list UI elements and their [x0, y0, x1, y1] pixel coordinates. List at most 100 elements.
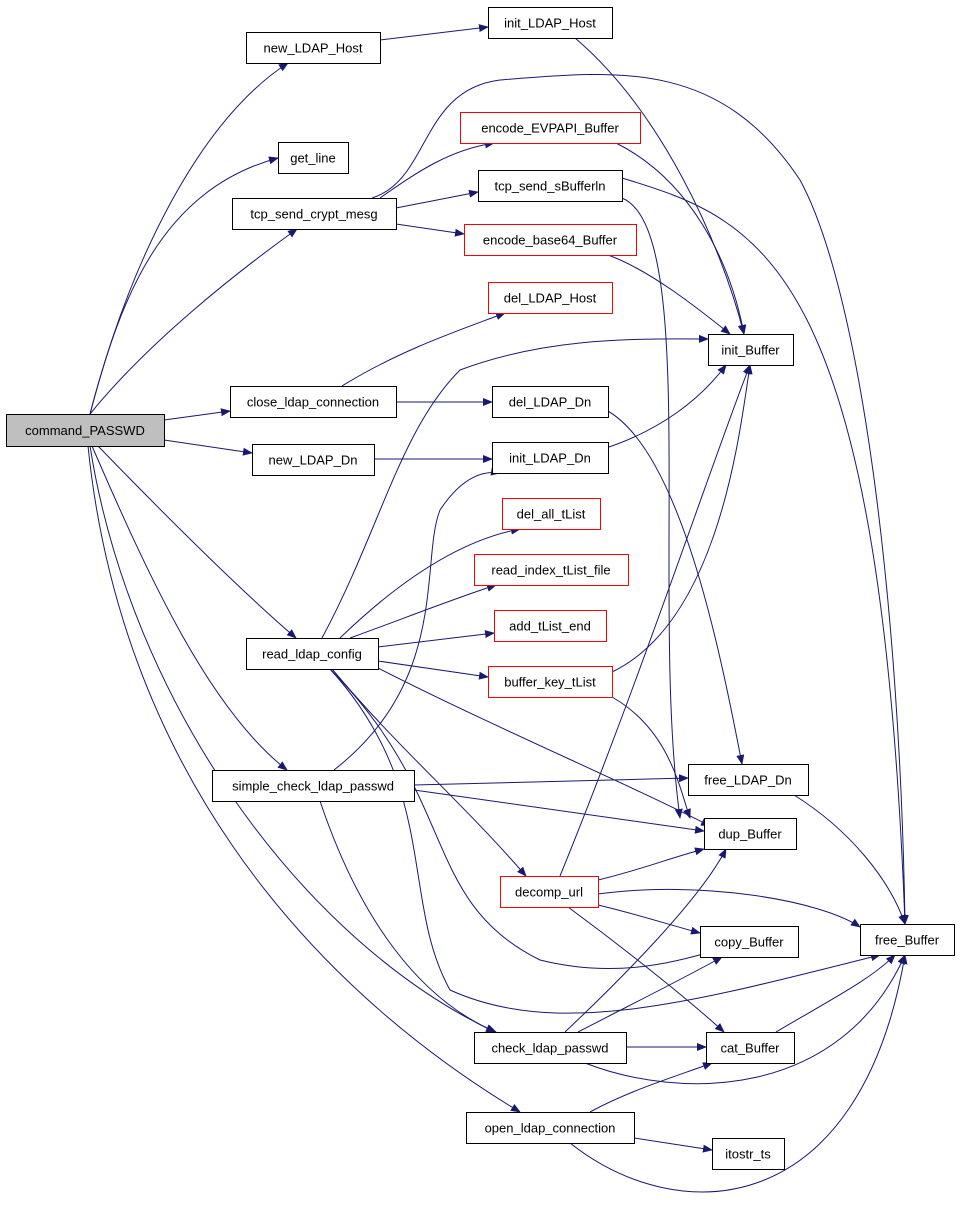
node-check-ldap-passwd[interactable]: check_ldap_passwd — [474, 1032, 627, 1064]
edge-check_ldap_passwd-to-dup_Buffer — [564, 848, 727, 1033]
node-label: tcp_send_sBufferln — [494, 179, 605, 194]
node-simple-check-ldap-passwd[interactable]: simple_check_ldap_passwd — [212, 770, 415, 802]
node-del-all-tlist[interactable]: del_all_tList — [502, 498, 601, 530]
node-label: del_LDAP_Host — [504, 291, 597, 306]
node-box — [474, 554, 629, 586]
node-free-buffer[interactable]: free_Buffer — [860, 924, 955, 956]
node-encode-base64-buffer[interactable]: encode_base64_Buffer — [464, 224, 637, 256]
node-add-tlist-end[interactable]: add_tList_end — [494, 610, 607, 642]
edge-open_ldap_connection-to-itostr_ts — [633, 1137, 713, 1153]
node-del-ldap-host[interactable]: del_LDAP_Host — [488, 282, 613, 314]
node-box — [704, 818, 797, 850]
node-label: command_PASSWD — [25, 423, 145, 438]
edge-command_PASSWD-to-new_LDAP_Host — [89, 62, 289, 415]
node-label: copy_Buffer — [714, 935, 784, 950]
node-copy-buffer[interactable]: copy_Buffer — [700, 926, 799, 958]
node-label: close_ldap_connection — [247, 395, 379, 410]
node-label: new_LDAP_Host — [264, 41, 363, 56]
edge-check_ldap_passwd-to-copy_Buffer — [577, 956, 723, 1033]
node-del-ldap-dn[interactable]: del_LDAP_Dn — [492, 386, 609, 418]
node-cat-buffer[interactable]: cat_Buffer — [706, 1032, 795, 1064]
edge-simple_check_ldap_passwd-to-check_ldap_passwd — [319, 800, 497, 1033]
edge-read_ldap_config-to-read_index_tList_file — [349, 583, 497, 639]
edge-command_PASSWD-to-close_ldap_connection — [163, 408, 231, 421]
node-box — [488, 666, 613, 698]
edge-command_PASSWD-to-simple_check_ldap_passwd — [91, 445, 288, 771]
edge-open_ldap_connection-to-cat_Buffer — [589, 1062, 713, 1113]
edge-check_ldap_passwd-to-free_Buffer — [584, 954, 906, 1085]
node-command-passwd[interactable]: command_PASSWD — [6, 414, 165, 447]
edge-new_LDAP_Host-to-init_LDAP_Host — [379, 24, 489, 41]
edge-encode_base64_Buffer-to-init_Buffer — [607, 254, 731, 335]
node-box — [706, 1032, 795, 1064]
edge-tcp_send_sBufferln-to-free_Buffer — [621, 177, 909, 925]
edge-read_ldap_config-to-add_tList_end — [377, 630, 495, 648]
edge-read_ldap_config-to-del_all_tList — [339, 526, 521, 639]
node-box — [488, 282, 613, 314]
edge-init_LDAP_Host-to-init_Buffer — [574, 37, 746, 335]
node-box — [212, 770, 415, 802]
node-label: free_LDAP_Dn — [704, 773, 791, 788]
nodes: command_PASSWD new_LDAP_Host init_LDAP_Hos… — [6, 7, 955, 1170]
node-box — [230, 386, 397, 418]
node-box — [6, 414, 165, 447]
node-label: cat_Buffer — [720, 1041, 780, 1056]
node-encode-evpapi-buffer[interactable]: encode_EVPAPI_Buffer — [460, 112, 641, 144]
edge-simple_check_ldap_passwd-to-init_LDAP_Dn — [333, 467, 501, 771]
node-read-index-tlist-file[interactable]: read_index_tList_file — [474, 554, 629, 586]
node-label: check_ldap_passwd — [491, 1041, 608, 1056]
node-tcp-send-sbufferln[interactable]: tcp_send_sBufferln — [478, 170, 623, 202]
edge-command_PASSWD-to-open_ldap_connection — [87, 445, 521, 1113]
node-init-buffer[interactable]: init_Buffer — [708, 334, 794, 366]
node-box — [460, 112, 641, 144]
node-box — [700, 926, 799, 958]
node-new-ldap-dn[interactable]: new_LDAP_Dn — [252, 444, 375, 476]
edge-init_LDAP_Dn-to-init_Buffer — [605, 364, 727, 449]
edges — [87, 24, 909, 1193]
node-box — [278, 142, 349, 174]
node-box — [464, 224, 637, 256]
node-label: init_LDAP_Host — [504, 16, 596, 31]
node-open-ldap-connection[interactable]: open_ldap_connection — [466, 1112, 635, 1144]
node-box — [246, 638, 379, 670]
node-label: read_index_tList_file — [491, 563, 610, 578]
node-box — [246, 32, 381, 64]
edge-tcp_send_crypt_mesg-to-tcp_send_sBufferln — [395, 189, 479, 209]
node-free-ldap-dn[interactable]: free_LDAP_Dn — [688, 764, 809, 796]
node-tcp-send-crypt-mesg[interactable]: tcp_send_crypt_mesg — [232, 198, 397, 230]
node-label: simple_check_ldap_passwd — [232, 779, 394, 794]
edge-simple_check_ldap_passwd-to-dup_Buffer — [413, 789, 705, 834]
node-new-ldap-host[interactable]: new_LDAP_Host — [246, 32, 381, 64]
node-read-ldap-config[interactable]: read_ldap_config — [246, 638, 379, 670]
edge-decomp_url-to-free_Buffer — [597, 888, 861, 928]
edge-tcp_send_crypt_mesg-to-encode_EVPAPI_Buffer — [379, 140, 495, 199]
edge-tcp_send_crypt_mesg-to-encode_base64_Buffer — [395, 223, 465, 237]
node-label: init_Buffer — [721, 343, 780, 358]
edge-command_PASSWD-to-tcp_send_crypt_mesg — [89, 228, 298, 415]
node-close-ldap-connection[interactable]: close_ldap_connection — [230, 386, 397, 418]
edge-buffer_key_tList-to-init_Buffer — [611, 364, 753, 673]
node-buffer-key-tlist[interactable]: buffer_key_tList — [488, 666, 613, 698]
node-get-line[interactable]: get_line — [278, 142, 349, 174]
node-itostr-ts[interactable]: itostr_ts — [712, 1138, 785, 1170]
node-init-ldap-dn[interactable]: init_LDAP_Dn — [492, 442, 609, 474]
node-label: del_all_tList — [517, 507, 586, 522]
edge-close_ldap_connection-to-del_LDAP_Host — [341, 312, 506, 387]
node-label: free_Buffer — [875, 933, 940, 948]
node-dup-buffer[interactable]: dup_Buffer — [704, 818, 797, 850]
node-box — [712, 1138, 785, 1170]
node-label: read_ldap_config — [262, 647, 362, 662]
node-label: buffer_key_tList — [504, 675, 596, 690]
edge-cat_Buffer-to-free_Buffer — [775, 954, 896, 1033]
edge-command_PASSWD-to-new_LDAP_Dn — [163, 439, 253, 456]
edge-free_LDAP_Dn-to-free_Buffer — [793, 794, 906, 925]
node-box — [492, 386, 609, 418]
node-decomp-url[interactable]: decomp_url — [500, 876, 599, 908]
edge-del_LDAP_Dn-to-free_LDAP_Dn — [605, 409, 745, 765]
edge-read_ldap_config-to-copy_Buffer — [329, 668, 719, 970]
edge-read_ldap_config-to-init_Buffer — [321, 334, 709, 639]
node-label: new_LDAP_Dn — [269, 453, 358, 468]
node-box — [860, 924, 955, 956]
node-init-ldap-host[interactable]: init_LDAP_Host — [488, 7, 613, 39]
